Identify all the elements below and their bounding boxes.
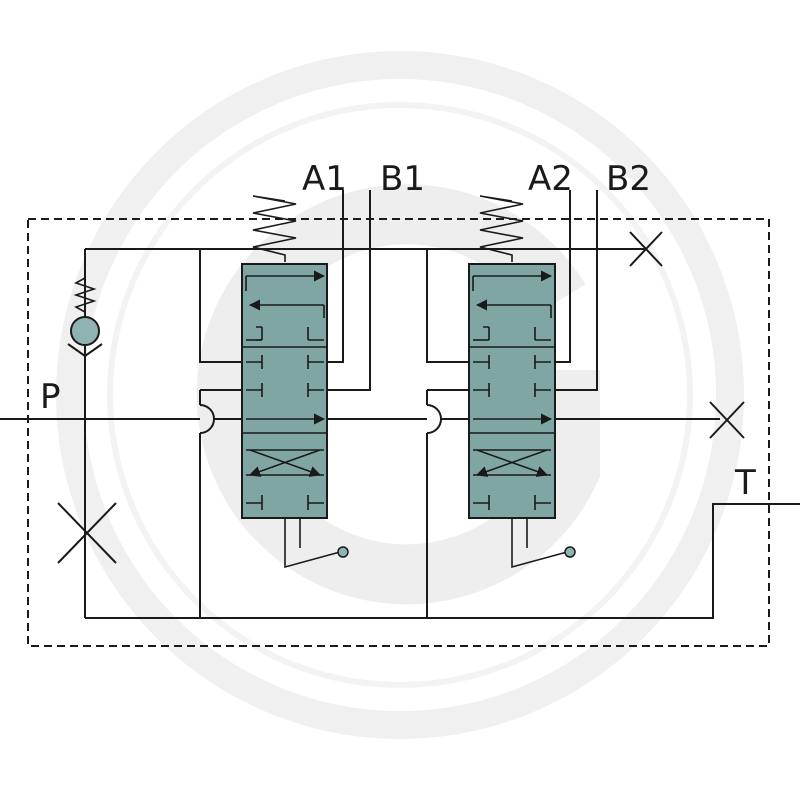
port-label-t: T — [734, 463, 756, 503]
plug-x-left-icon — [57, 502, 117, 564]
relief-check-valve-icon — [67, 270, 103, 358]
valve-2-spring-icon — [479, 195, 524, 262]
port-label-a2: A2 — [528, 159, 573, 199]
port-label-b1: B1 — [380, 159, 425, 199]
plug-x-top-icon — [629, 231, 663, 267]
directional-valve-2 — [468, 195, 576, 569]
port-label-p: P — [40, 377, 61, 417]
directional-valve-1 — [241, 195, 349, 569]
port-label-a1: A1 — [302, 159, 347, 199]
port-label-b2: B2 — [606, 159, 651, 199]
plug-x-middle-icon — [709, 401, 745, 439]
watermark-icon — [56, 51, 744, 739]
valve-block-boundary — [27, 218, 770, 647]
valve-1-spring-icon — [252, 195, 297, 262]
circuit-lines — [0, 190, 800, 619]
